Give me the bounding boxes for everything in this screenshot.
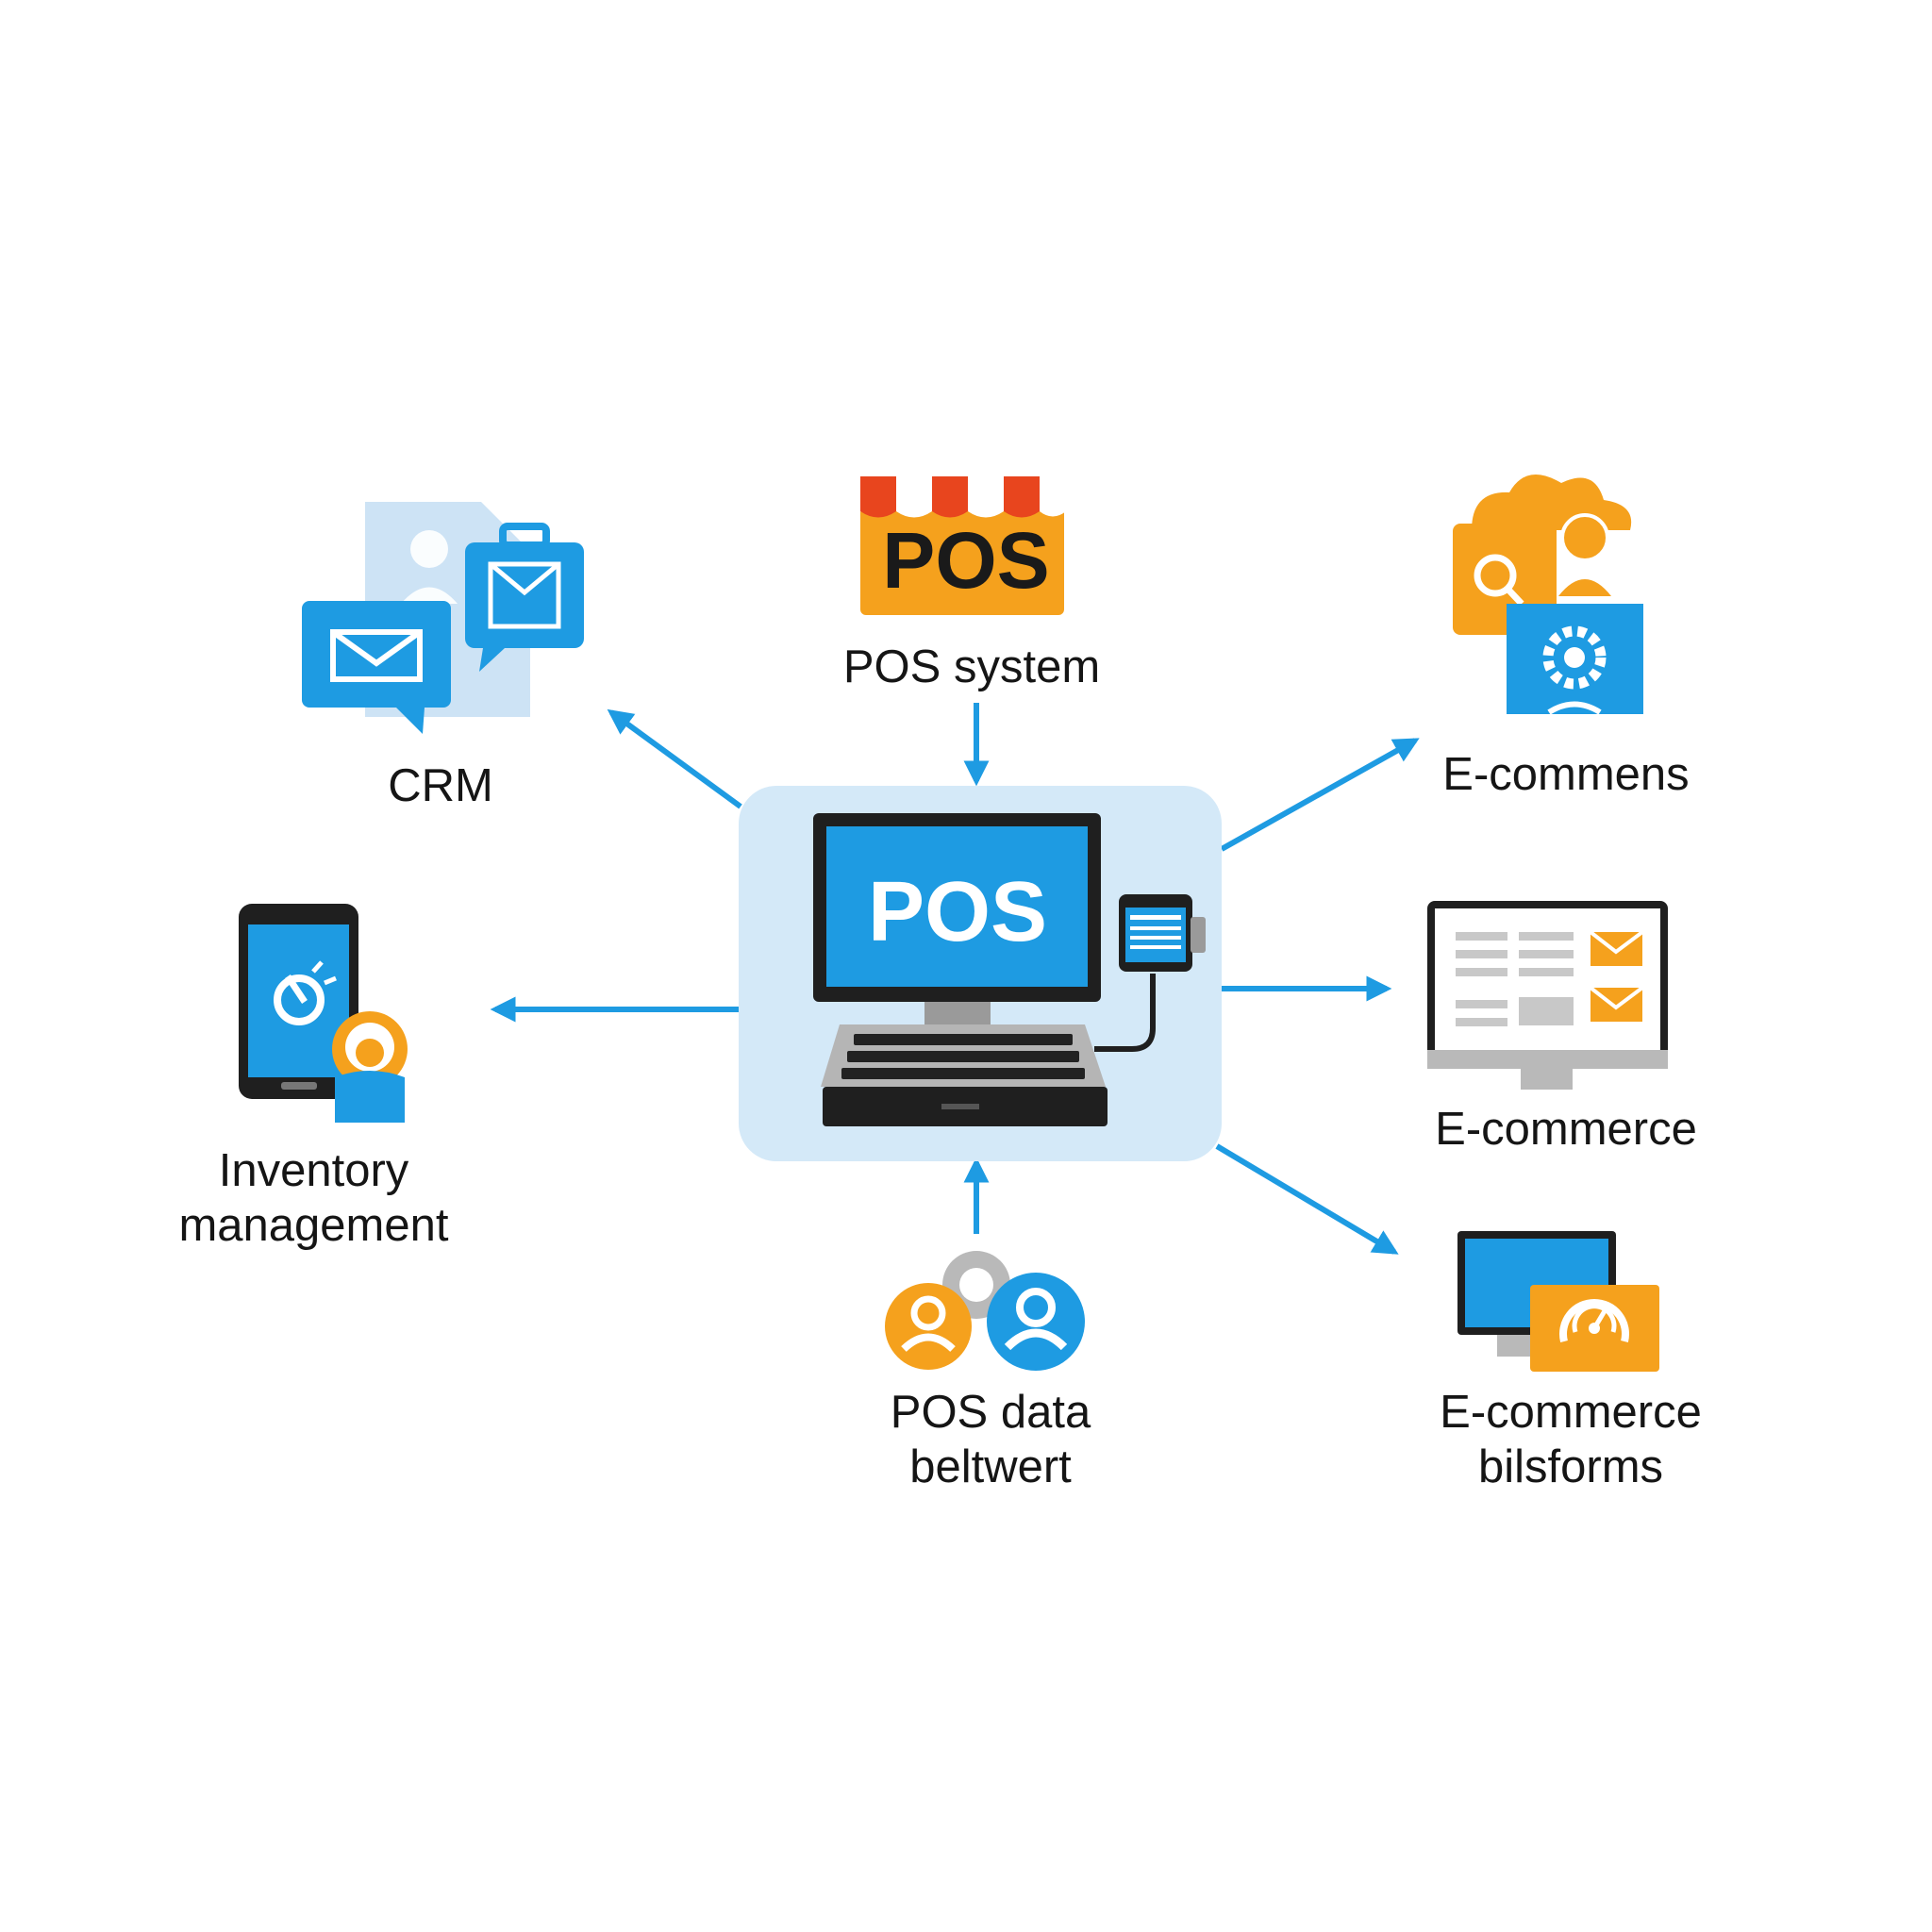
crm-label-text: CRM	[388, 760, 493, 811]
pos-system-label-text: POS system	[842, 641, 1101, 692]
hub: POS	[739, 786, 1222, 1161]
mobile-inventory-icon	[239, 904, 408, 1123]
pos-terminal-icon: POS	[813, 813, 1206, 1126]
storefront-icon: POS	[860, 476, 1066, 615]
e-commens-label: E-commens	[1396, 747, 1736, 802]
pos-data-label: POS data beltwert	[821, 1385, 1160, 1494]
pos-data-label-line-2: beltwert	[909, 1441, 1072, 1492]
arrow-hub-to-e-commens	[1220, 738, 1420, 852]
monitor-gauge-icon	[1457, 1231, 1659, 1372]
monitor-mail-icon	[1427, 901, 1668, 1090]
e-commerce-platforms-label-line-2: bilsforms	[1477, 1441, 1664, 1492]
crm-label: CRM	[346, 758, 535, 813]
crm-messages-icon	[302, 502, 584, 734]
e-commerce-label-text: E-commerce	[1435, 1104, 1697, 1155]
e-commerce-label: E-commerce	[1396, 1102, 1736, 1157]
connectors	[490, 703, 1420, 1255]
pos-system-logo-text: POS	[882, 516, 1049, 605]
pos-data-label-line-1: POS data	[890, 1387, 1091, 1438]
hub-screen-text: POS	[868, 865, 1047, 959]
inventory-label-line-1: Inventory	[218, 1145, 409, 1196]
pos-system-label: POS system	[802, 640, 1141, 694]
e-commerce-platforms-label-line-1: E-commerce	[1440, 1387, 1702, 1438]
arrow-hub-to-e-commerce-platforms	[1215, 1143, 1399, 1255]
arrow-hub-to-crm	[607, 708, 742, 809]
inventory-label-line-2: management	[178, 1200, 449, 1251]
cloud-gear-user-icon	[1453, 475, 1643, 715]
users-icon	[885, 1251, 1085, 1371]
inventory-label: Inventory management	[142, 1143, 486, 1253]
e-commerce-platforms-label: E-commerce bilsforms	[1396, 1385, 1745, 1494]
e-commens-label-text: E-commens	[1442, 749, 1690, 800]
